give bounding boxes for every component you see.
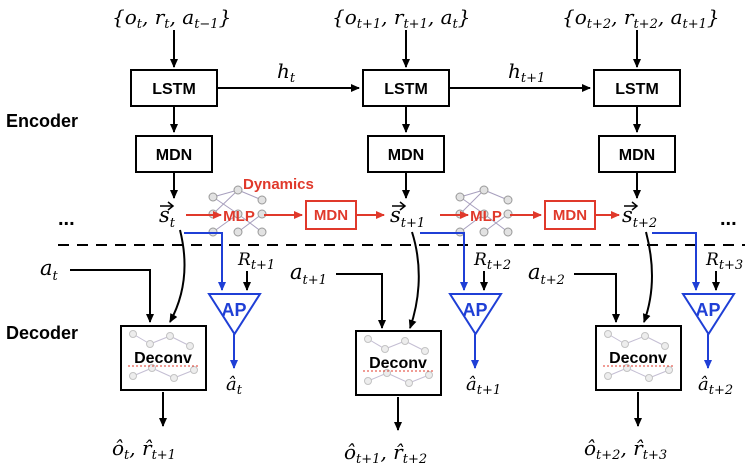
predicted-action-t2: ât+2 — [698, 374, 733, 398]
input-tuple-t: {ot, rt, at−1} — [112, 5, 231, 32]
svg-text:st+2: st+2 — [622, 203, 657, 231]
lstm-box-t — [130, 69, 218, 107]
arrow-state-decoder-t1 — [408, 231, 420, 329]
dynamics-mdn-label-t: MDN — [314, 207, 348, 224]
state-t1: st+1 — [390, 201, 425, 231]
deconv-box-t2 — [595, 325, 682, 391]
dynamics-label: Dynamics — [243, 176, 314, 193]
arrow-state-ap-t1 — [420, 232, 468, 291]
reward-t2: Rt+2 — [473, 250, 511, 273]
action-t: at — [40, 256, 59, 284]
ap-label-t2: AP — [695, 300, 720, 320]
encoder-label: Encoder — [6, 111, 78, 131]
hidden-state-t: ht — [277, 59, 296, 86]
input-tuple-t2: {ot+2, rt+2, at+1} — [562, 5, 720, 32]
deconv-label-t: Deconv — [134, 350, 192, 367]
action-t1: at+1 — [290, 260, 327, 288]
state-t2: st+2 — [622, 201, 657, 231]
arrow-action-decoder-t1 — [336, 273, 386, 329]
ap-module-t — [207, 293, 262, 336]
arrow-action-decoder-t — [70, 269, 154, 323]
hidden-state-t1: ht+1 — [508, 59, 545, 86]
input-tuple-t1: {ot+1, rt+1, at} — [332, 5, 470, 32]
arrow-state-ap-t2 — [652, 232, 700, 291]
action-t2: at+2 — [528, 260, 565, 288]
ellipsis-left: ... — [58, 208, 75, 230]
ellipsis-right: ... — [720, 208, 737, 230]
lstm-label-t1: LSTM — [384, 81, 428, 98]
dynamics-mdn-label-t1: MDN — [553, 207, 587, 224]
deconv-box-t — [120, 325, 207, 391]
predicted-action-t: ât — [226, 374, 243, 398]
mlp-label-t1: MLP — [470, 208, 502, 225]
deconv-box-t1 — [355, 330, 442, 396]
mlp-label-t: MLP — [223, 208, 255, 225]
lstm-box-t2 — [593, 69, 681, 107]
mdn-label-t: MDN — [156, 147, 192, 164]
predicted-action-t1: ât+1 — [466, 374, 501, 398]
deconv-label-t2: Deconv — [609, 350, 667, 367]
decoder-label: Decoder — [6, 323, 78, 343]
arrow-state-decoder-t — [169, 229, 186, 323]
output-t: ôt, r̂t+1 — [112, 436, 176, 463]
mdn-label-t2: MDN — [619, 147, 655, 164]
svg-text:st+1: st+1 — [390, 203, 425, 231]
lstm-label-t: LSTM — [152, 81, 196, 98]
output-t2: ôt+2, r̂t+3 — [584, 436, 667, 463]
ap-label-t1: AP — [462, 300, 487, 320]
dynamics-mdn-box-t — [305, 200, 357, 230]
ap-module-t1 — [448, 293, 503, 336]
arrow-state-ap-t — [184, 232, 226, 291]
state-t: st — [159, 201, 176, 231]
output-t1: ôt+1, r̂t+2 — [344, 440, 427, 467]
deconv-label-t1: Deconv — [369, 355, 427, 372]
svg-text:st: st — [159, 203, 176, 231]
lstm-label-t2: LSTM — [615, 81, 659, 98]
dynamics-mdn-box-t1 — [544, 200, 596, 230]
arrow-action-decoder-t2 — [574, 273, 620, 323]
mlp-network-icon — [208, 185, 267, 237]
reward-t1: Rt+1 — [237, 250, 275, 273]
ap-label-t: AP — [221, 300, 246, 320]
arrow-state-decoder-t2 — [642, 231, 653, 323]
mdn-label-t1: MDN — [388, 147, 424, 164]
ap-module-t2 — [681, 293, 736, 336]
reward-t3: Rt+3 — [705, 250, 743, 273]
